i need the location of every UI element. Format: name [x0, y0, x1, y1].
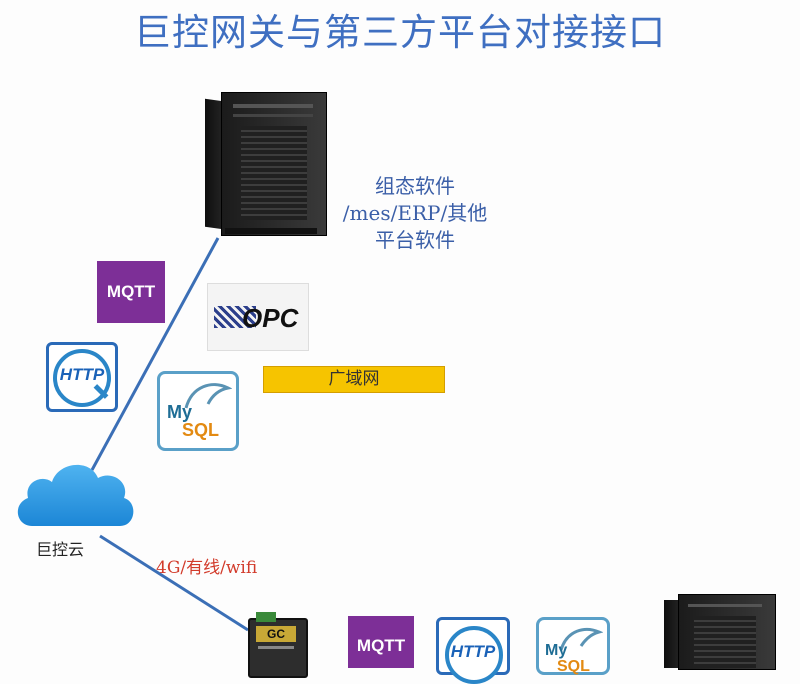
http-label: HTTP — [59, 365, 105, 384]
mysql-my-label: My — [167, 402, 193, 422]
cloud-to-server-line — [90, 237, 220, 471]
mysql-icon: My SQL — [157, 371, 239, 451]
mqtt-icon: MQTT — [97, 261, 165, 323]
mqtt-label: MQTT — [106, 282, 156, 301]
dolphin-icon — [184, 383, 232, 409]
server-label-line3: 平台软件 — [375, 228, 455, 252]
bottom-server-icon — [664, 594, 776, 670]
mqtt-icon-bottom: MQTT — [348, 616, 414, 668]
http-icon-bottom: HTTP — [436, 617, 510, 684]
gateway-device-icon: GC — [248, 612, 308, 678]
connection-lines — [90, 237, 249, 632]
mysql-sql-label: SQL — [182, 420, 220, 440]
connection-label: 4G/有线/wifi — [156, 558, 258, 578]
wan-bar: 广域网 — [263, 366, 445, 393]
cloud-label: 巨控云 — [36, 540, 85, 559]
server-label-line2: /mes/ERP/其他 — [342, 201, 488, 225]
mysql-my-label-bottom: My — [545, 642, 568, 659]
gateway-label: GC — [256, 626, 296, 642]
http-label-bottom: HTTP — [450, 642, 496, 661]
server-label: 组态软件 /mes/ERP/其他 平台软件 — [320, 173, 510, 254]
top-server-icon — [205, 92, 327, 240]
server-label-line1: 组态软件 — [375, 174, 455, 198]
opc-label: OPC — [242, 303, 299, 333]
http-icon: HTTP — [46, 342, 118, 412]
mysql-sql-label-bottom: SQL — [557, 658, 590, 675]
opc-icon: OPC — [207, 283, 309, 351]
dolphin-icon-bottom — [559, 627, 603, 651]
mqtt-label-bottom: MQTT — [356, 636, 406, 655]
mysql-icon-bottom: My SQL — [536, 617, 610, 675]
page-title: 巨控网关与第三方平台对接接口 — [134, 11, 666, 54]
cloud-icon — [17, 464, 134, 526]
cloud-to-gateway-line — [99, 534, 249, 632]
